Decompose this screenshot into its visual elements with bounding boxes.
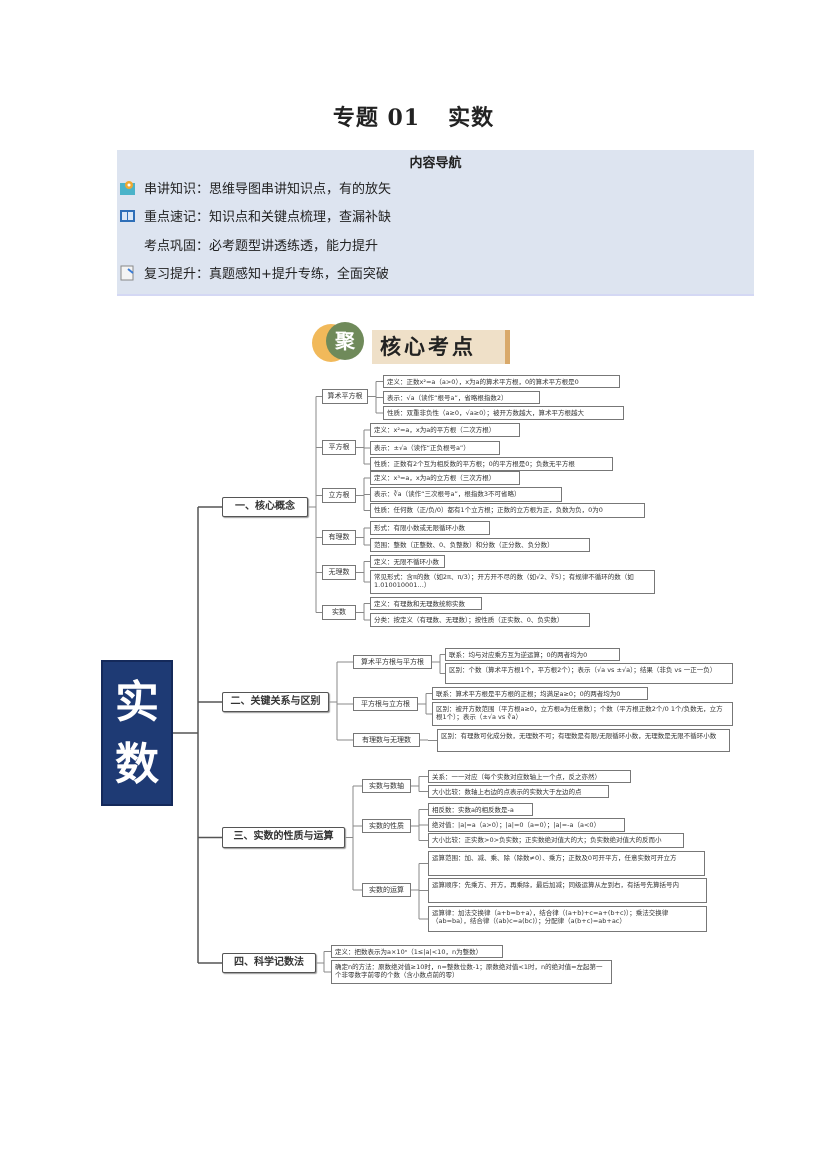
nav-row: 重点速记：知识点和关键点梳理，查漏补缺 — [119, 206, 391, 225]
detail-node: 大小比较：正实数>0>负实数；正实数绝对值大的大；负实数绝对值大的反而小 — [428, 833, 684, 848]
topic-node: 实数的性质 — [362, 819, 411, 833]
detail-node: 联系：算术平方根是平方根的正根；均满足a≥0；0的两者均为0 — [432, 687, 648, 700]
map-icon — [120, 181, 135, 195]
topic-node: 平方根与立方根 — [353, 697, 418, 711]
detail-node: 表示：∛a（读作“三次根号a”，根指数3不可省略） — [370, 487, 562, 502]
detail-node: 区别：个数（算术平方根1个，平方根2个）；表示（√a vs ±√a）；结果（非负… — [445, 663, 733, 684]
topic-node: 实数与数轴 — [362, 779, 411, 793]
detail-node: 定义：无限不循环小数 — [370, 555, 445, 568]
title-name: 实数 — [448, 105, 495, 131]
nav-row-text: 串讲知识：思维导图串讲知识点，有的放矢 — [144, 182, 392, 197]
detail-node: 表示：±√a（读作“正负根号a”） — [370, 441, 500, 455]
detail-node: 性质：任何数（正/负/0）都有1个立方根；正数的立方根为正，负数为负，0为0 — [370, 503, 645, 518]
nav-row: 复习提升：真题感知+提升专练，全面突破 — [119, 263, 389, 282]
detail-node: 定义：把数表示为a×10ⁿ（1≤|a|<10，n为整数） — [331, 945, 503, 958]
topic-node: 实数 — [322, 605, 356, 620]
detail-node: 常见形式：含π的数（如2π、π/3）；开方开不尽的数（如√2、∛5）；有规律不循… — [370, 570, 655, 594]
nav-row-text: 重点速记：知识点和关键点梳理，查漏补缺 — [144, 210, 392, 225]
detail-node: 表示：√a（读作“根号a”，省略根指数2） — [383, 391, 540, 404]
detail-node: 绝对值：|a|=a（a>0）；|a|=0（a=0）；|a|=-a（a<0） — [428, 818, 625, 832]
detail-node: 形式：有限小数或无限循环小数 — [370, 521, 490, 535]
detail-node: 性质：双重非负性（a≥0，√a≥0）；被开方数越大，算术平方根越大 — [383, 406, 624, 420]
detail-node: 运算顺序：先乘方、开方，再乘除，最后加减；同级运算从左到右，有括号先算括号内 — [428, 878, 707, 903]
detail-node: 定义：x³=a，x为a的立方根（三次方根） — [370, 471, 520, 485]
topic-node: 立方根 — [322, 488, 356, 503]
book-icon — [120, 210, 135, 222]
topic-node: 有理数 — [322, 530, 356, 545]
topic-node: 平方根 — [322, 440, 356, 455]
detail-node: 联系：均与对应乘方互为逆运算；0的两者均为0 — [445, 648, 620, 661]
banner-label: 核心考点 — [372, 330, 510, 364]
topic-node: 算术平方根与平方根 — [353, 655, 432, 669]
nav-heading: 内容导航 — [409, 156, 462, 171]
section-node: 二、关键关系与区别 — [222, 692, 329, 712]
detail-node: 区别：有理数可化成分数，无理数不可；有理数是有限/无限循环小数，无理数是无限不循… — [437, 729, 730, 752]
detail-node: 运算范围：加、减、乘、除（除数≠0）、乘方；正数及0可开平方，任意实数可开立方 — [428, 851, 705, 876]
nav-row-text: 复习提升：真题感知+提升专练，全面突破 — [144, 267, 389, 282]
detail-node: 确定n的方法：原数绝对值≥10时，n=整数位数-1；原数绝对值<1时，n的绝对值… — [331, 960, 612, 984]
detail-node: 分类：按定义（有理数、无理数）；按性质（正实数、0、负实数） — [370, 613, 590, 627]
detail-node: 区别：被开方数范围（平方根a≥0，立方根a为任意数）；个数（平方根正数2个/0 … — [432, 702, 733, 726]
detail-node: 关系：一一对应（每个实数对应数轴上一个点，反之亦然） — [428, 770, 631, 783]
detail-node: 范围：整数（正整数、0、负整数）和分数（正分数、负分数） — [370, 538, 590, 552]
section-node: 三、实数的性质与运算 — [222, 827, 345, 848]
mindmap-root: 实数 — [101, 660, 173, 806]
detail-node: 相反数：实数a的相反数是-a — [428, 803, 533, 816]
detail-node: 性质：正数有2个互为相反数的平方根；0的平方根是0；负数无平方根 — [370, 457, 613, 471]
detail-node: 运算律：加法交换律（a+b=b+a），结合律（(a+b)+c=a+(b+c)）；… — [428, 906, 707, 932]
nav-row-text: 考点巩固：必考题型讲透练透，能力提升 — [144, 239, 379, 254]
detail-node: 定义：有理数和无理数统称实数 — [370, 597, 482, 610]
core-points-banner: 聚 核心考点 — [312, 322, 515, 366]
nav-row: 串讲知识：思维导图串讲知识点，有的放矢 — [119, 178, 391, 197]
detail-node: 定义：正数x²=a（a>0），x为a的算术平方根，0的算术平方根是0 — [383, 375, 620, 388]
section-node: 四、科学记数法 — [222, 953, 316, 973]
detail-node: 大小比较：数轴上右边的点表示的实数大于左边的点 — [428, 785, 609, 798]
detail-node: 定义：x²=a，x为a的平方根（二次方根） — [370, 423, 520, 437]
document-icon — [120, 265, 134, 281]
topic-node: 算术平方根 — [322, 389, 368, 404]
topic-node: 有理数与无理数 — [353, 733, 420, 747]
content-navigation: 内容导航 串讲知识：思维导图串讲知识点，有的放矢 重点速记：知识点和关键点梳理，… — [117, 150, 754, 296]
page-title: 专题 01 实数 — [0, 100, 827, 132]
nav-row: 考点巩固：必考题型讲透练透，能力提升 — [144, 235, 378, 254]
title-prefix: 专题 01 — [332, 105, 421, 131]
topic-node: 实数的运算 — [362, 883, 411, 897]
banner-badge: 聚 — [326, 322, 364, 360]
section-node: 一、核心概念 — [222, 497, 308, 517]
topic-node: 无理数 — [322, 565, 356, 580]
